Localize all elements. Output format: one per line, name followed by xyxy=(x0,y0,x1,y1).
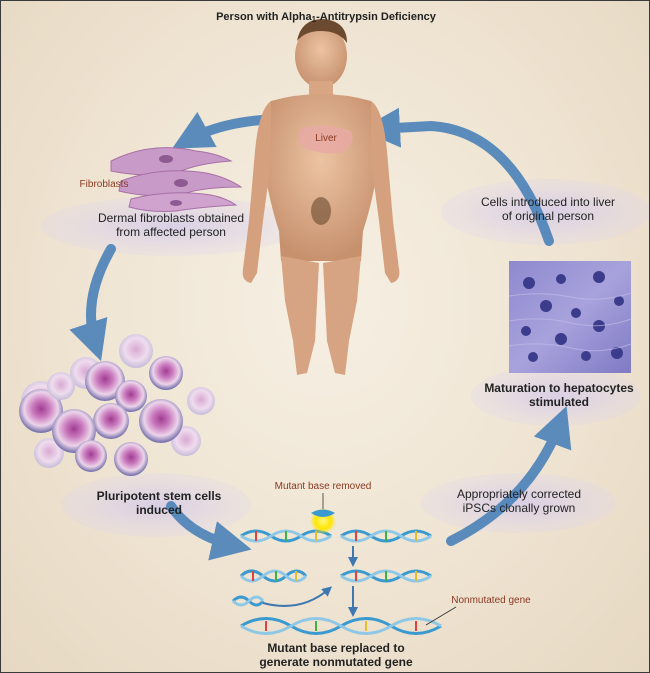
fibroblast-cells xyxy=(110,147,243,212)
arrow-fibroblasts-to-stemcells xyxy=(69,244,116,362)
glow-corrected xyxy=(421,473,616,533)
corrected-ipscs-text: Appropriately corrected iPSCs clonally g… xyxy=(456,487,582,515)
mutant-base-fragment xyxy=(311,509,335,517)
nonmutated-gene-label: Nonmutated gene xyxy=(451,595,531,606)
maturation-text: Maturation to hepatocytes stimulated xyxy=(484,381,634,409)
arrow-dna-to-hepatocytes xyxy=(446,406,572,546)
leader-nonmutated-gene xyxy=(425,606,457,626)
mutant-base-removed-label: Mutant base removed xyxy=(274,481,372,492)
stem-cell-cluster xyxy=(19,334,215,476)
dna-base-pairs xyxy=(252,531,417,631)
dna-arrow-curve xyxy=(262,586,333,607)
diagram-title: Person with Alpha1-Antitrypsin Deficienc… xyxy=(216,11,436,24)
hepatocyte-micrograph xyxy=(508,261,632,373)
arrow-hepatocytes-to-liver xyxy=(360,107,554,246)
arrow-stemcells-to-dna xyxy=(166,501,252,561)
fibroblasts-label: Fibroblasts xyxy=(79,179,129,190)
human-body-figure xyxy=(242,19,400,375)
mutant-base-replaced-text: Mutant base replaced to generate nonmuta… xyxy=(259,641,413,669)
dna-strands xyxy=(231,529,442,635)
cells-introduced-text: Cells introduced into liver of original … xyxy=(480,195,616,223)
dermal-fibroblasts-text: Dermal fibroblasts obtained from affecte… xyxy=(97,211,245,239)
liver-shape xyxy=(298,125,353,154)
pluripotent-text: Pluripotent stem cells induced xyxy=(96,489,222,517)
liver-label: Liver xyxy=(315,133,337,144)
